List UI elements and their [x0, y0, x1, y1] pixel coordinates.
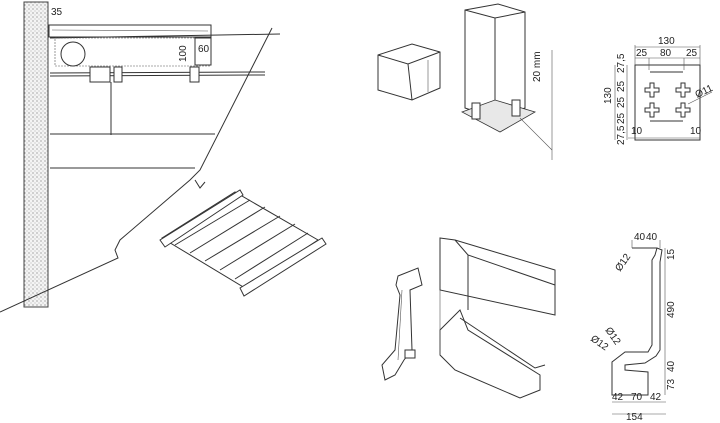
end-box — [194, 37, 212, 66]
dim-spacing-2: 25 — [616, 96, 627, 108]
post-view: 20 mm — [377, 3, 553, 160]
dim-base-height: 73 — [666, 378, 677, 390]
dim-spacing-1: 25 — [616, 80, 627, 92]
beam-line-2 — [49, 74, 266, 77]
dim-lower-step: 40 — [666, 360, 677, 372]
roof-panel — [159, 189, 327, 297]
square-post — [461, 3, 553, 160]
beam-line — [49, 71, 266, 74]
dim-center: 80 — [660, 48, 672, 59]
installation-view: 35 100 60 — [0, 1, 327, 313]
mounting-holes — [644, 82, 691, 118]
dim-edge-right: 10 — [690, 126, 702, 137]
dim-bottom-center: 70 — [631, 392, 643, 403]
bracket-clamp — [189, 66, 200, 83]
dim-bottom-right: 42 — [650, 392, 662, 403]
dim-top-margin: 27,5 — [616, 53, 627, 73]
dim-bottom-total: 154 — [626, 412, 643, 423]
bracket-clamp — [89, 66, 111, 83]
top-rail — [48, 24, 212, 38]
dim-hole-top: Ø12 — [613, 252, 633, 274]
dim-right-margin: 25 — [686, 48, 698, 59]
hook-bracket — [381, 267, 423, 381]
break-mark — [194, 179, 206, 189]
gutter-profile — [439, 237, 556, 399]
dim-bottom-margin: 27,5 — [616, 125, 627, 145]
dim-top-left: 40 — [634, 232, 646, 243]
plate-outline — [634, 64, 701, 141]
base-plate-drawing: 130 25 80 25 130 27,5 25 25 25 27,5 Ø11 … — [603, 36, 715, 145]
dim-box-height: 100 — [178, 45, 189, 62]
dim-wall-offset: 35 — [51, 7, 63, 18]
dim-bottom-left: 42 — [612, 392, 624, 403]
open-square-profile — [377, 43, 441, 101]
dim-spacing-3: 25 — [616, 112, 627, 124]
bracket-drawing: 40 40 Ø12 15 490 Ø12 Ø12 40 73 42 70 42 … — [588, 232, 677, 423]
dim-height: 490 — [666, 301, 677, 318]
break-line — [0, 27, 273, 313]
dim-left-margin: 25 — [636, 48, 648, 59]
dim-box-width: 60 — [198, 44, 210, 55]
concrete-wall — [23, 1, 49, 308]
dim-width-total: 130 — [658, 36, 675, 47]
dim-height-total: 130 — [603, 87, 614, 104]
bracket-clamp — [113, 66, 123, 83]
dim-top-right: 40 — [646, 232, 658, 243]
dim-gap: 20 mm — [532, 51, 543, 82]
ceiling-line — [49, 33, 281, 39]
dim-top-offset: 15 — [666, 248, 677, 260]
motor-drum — [60, 41, 86, 67]
dim-edge-left: 10 — [631, 126, 643, 137]
